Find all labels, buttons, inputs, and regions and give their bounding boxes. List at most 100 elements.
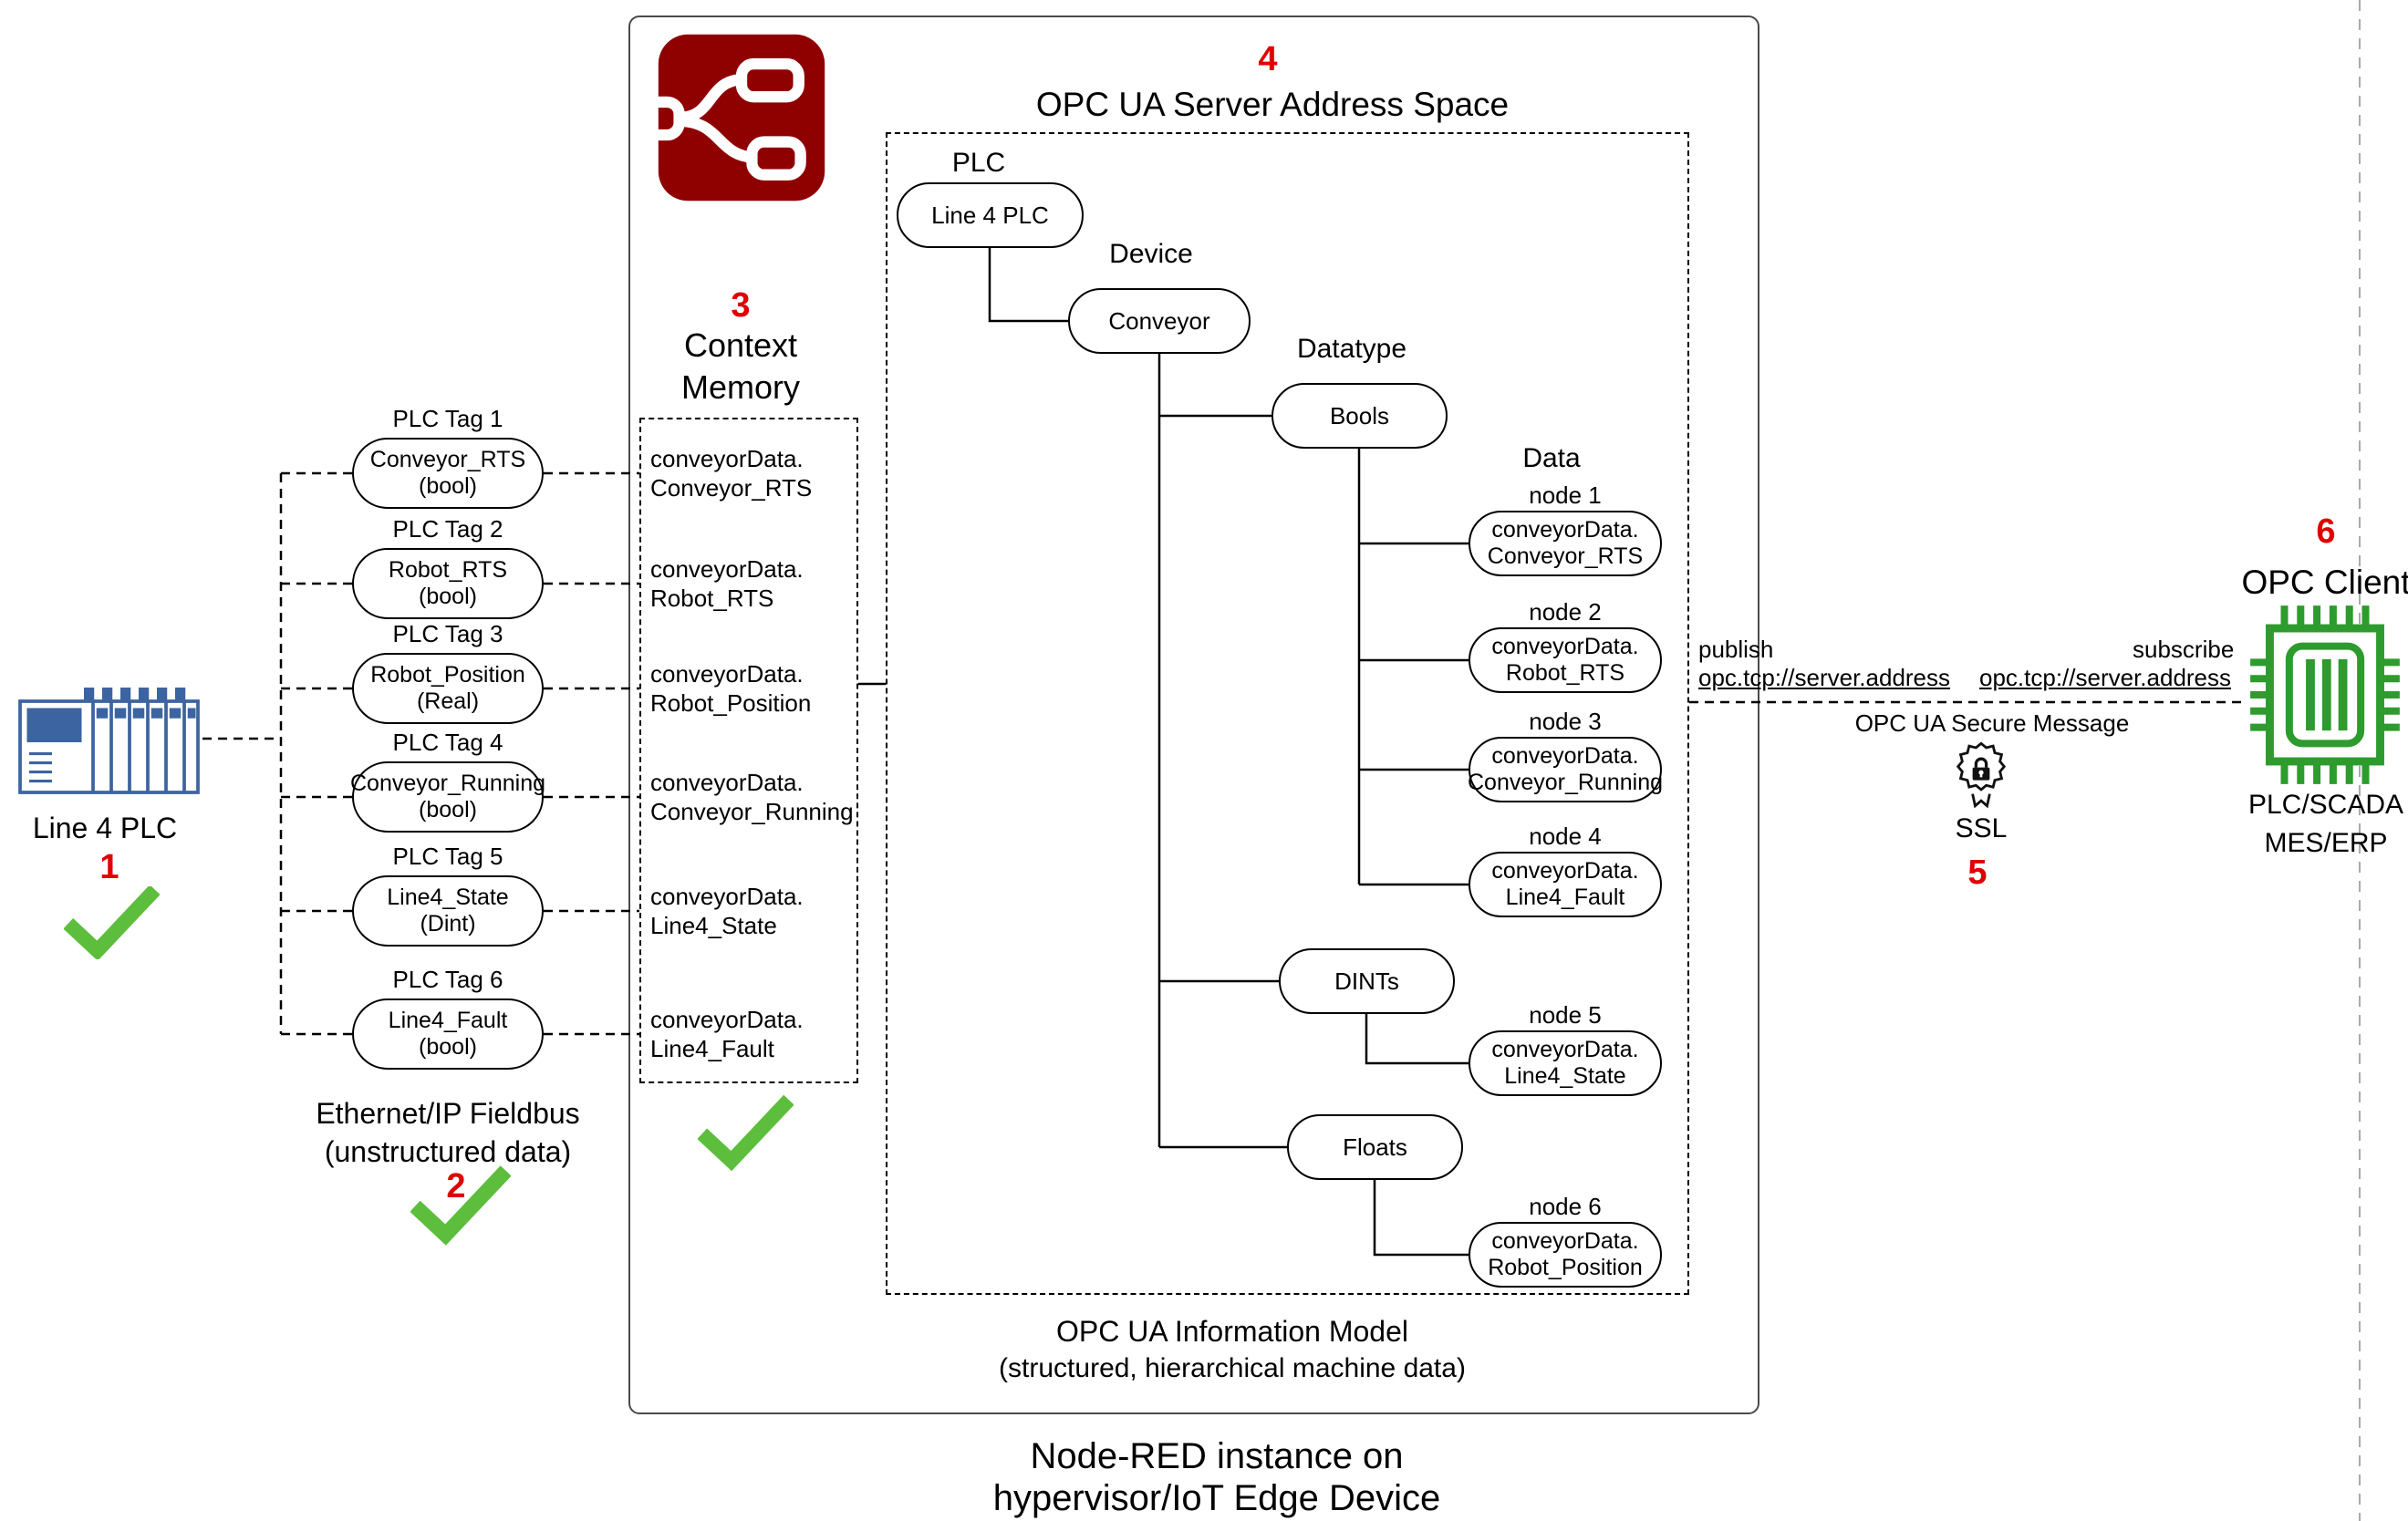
address-space-title: OPC UA Server Address Space xyxy=(1035,86,1510,123)
context-entry-2-line2: Robot_RTS xyxy=(650,585,774,612)
context-entry-4-line1: conveyorData. xyxy=(650,769,804,796)
context-entry-1-line2: Conveyor_RTS xyxy=(650,474,813,502)
tree-dints-node-text: DINTs xyxy=(1334,967,1399,995)
node-red-logo-icon xyxy=(655,34,825,202)
plc-tag-1-name: Conveyor_RTS xyxy=(369,447,526,472)
context-entry-5: conveyorData. Line4_State xyxy=(650,882,804,940)
information-model-footer-line2: (structured, hierarchical machine data) xyxy=(999,1353,1466,1383)
context-entry-6-line1: conveyorData. xyxy=(650,1006,804,1033)
chip-icon xyxy=(2250,605,2400,784)
tree-node-2-line2: Robot_RTS xyxy=(1505,660,1625,686)
plc-tag-5-type: (Dint) xyxy=(420,911,476,936)
plc-tag-5-label: PLC Tag 5 xyxy=(392,843,503,870)
tree-plc-node-text: Line 4 PLC xyxy=(931,201,1049,229)
tree-node-1-line1: conveyorData. xyxy=(1491,517,1639,543)
publish-label: publish xyxy=(1698,636,1774,663)
tree-node-6-line2: Robot_Position xyxy=(1488,1255,1643,1280)
marker-1: 1 xyxy=(99,848,119,886)
context-memory-title-line1: Context xyxy=(683,326,798,364)
client-system-line1: PLC/SCADA xyxy=(2247,790,2404,820)
tree-node-5: conveyorData. Line4_State xyxy=(1469,1030,1662,1096)
tree-datatype-label: Datatype xyxy=(1296,334,1407,364)
context-entry-6: conveyorData. Line4_Fault xyxy=(650,1005,804,1063)
tree-node-3: conveyorData. Conveyor_Running xyxy=(1467,737,1664,802)
context-entry-4: conveyorData. Conveyor_Running xyxy=(650,768,854,826)
plc-tag-6-type: (bool) xyxy=(419,1034,477,1060)
tree-node-1: conveyorData. Conveyor_RTS xyxy=(1469,511,1662,576)
plc-tag-1-label: PLC Tag 1 xyxy=(392,405,503,432)
client-system-line2: MES/ERP xyxy=(2264,828,2388,858)
context-memory-title-line2: Memory xyxy=(680,368,801,406)
plc-tag-3-name: Robot_Position xyxy=(370,662,525,688)
tree-node-5-line1: conveyorData. xyxy=(1491,1037,1639,1062)
tree-device-node-text: Conveyor xyxy=(1108,306,1210,335)
plc-tag-3-label: PLC Tag 3 xyxy=(392,620,503,647)
fieldbus-label-line1: Ethernet/IP Fieldbus xyxy=(316,1097,580,1130)
marker-2: 2 xyxy=(446,1167,466,1205)
tree-node-5-label: node 5 xyxy=(1529,1001,1602,1029)
plc-tag-1-node: Conveyor_RTS (bool) xyxy=(352,438,544,509)
tree-node-2: conveyorData. Robot_RTS xyxy=(1469,627,1662,693)
tree-plc-node: Line 4 PLC xyxy=(897,182,1084,248)
nodered-caption-line1: Node-RED instance on xyxy=(1030,1436,1404,1476)
plc-tag-2-node: Robot_RTS (bool) xyxy=(352,548,544,619)
tree-plc-label: PLC xyxy=(951,148,1006,178)
context-entry-3: conveyorData. Robot_Position xyxy=(650,659,811,718)
plc-tag-6-name: Line4_Fault xyxy=(388,1008,508,1033)
tree-dints-node: DINTs xyxy=(1279,948,1455,1014)
context-entry-2-line1: conveyorData. xyxy=(650,555,804,583)
plc-tag-3-type: (Real) xyxy=(416,688,480,714)
tree-node-3-line1: conveyorData. xyxy=(1491,743,1639,769)
context-entry-4-line2: Conveyor_Running xyxy=(650,798,854,825)
plc-tag-5-name: Line4_State xyxy=(387,885,509,910)
plc-icon xyxy=(18,688,200,794)
plc-tag-4-type: (bool) xyxy=(419,797,477,823)
plc-tag-2-name: Robot_RTS xyxy=(388,557,508,583)
checkmark-icon xyxy=(698,1094,794,1172)
tree-node-4: conveyorData. Line4_Fault xyxy=(1469,852,1662,917)
tree-node-2-label: node 2 xyxy=(1529,598,1602,626)
ssl-badge-lock-icon xyxy=(1956,741,2007,809)
tree-node-4-line2: Line4_Fault xyxy=(1505,885,1625,910)
tree-bools-node: Bools xyxy=(1271,383,1448,449)
tree-node-6-label: node 6 xyxy=(1529,1193,1602,1220)
plc-tag-3-node: Robot_Position (Real) xyxy=(352,653,544,724)
checkmark-icon xyxy=(64,886,160,959)
plc-tag-2-type: (bool) xyxy=(419,584,477,609)
tree-node-4-line1: conveyorData. xyxy=(1491,858,1639,884)
tree-device-label: Device xyxy=(1109,239,1193,269)
context-entry-5-line2: Line4_State xyxy=(650,912,777,939)
context-memory-box xyxy=(639,418,858,1083)
information-model-footer-line1: OPC UA Information Model xyxy=(1056,1315,1408,1348)
fieldbus-label-line2: (unstructured data) xyxy=(324,1135,572,1168)
tree-node-6-line1: conveyorData. xyxy=(1491,1228,1639,1254)
tree-node-1-line2: Conveyor_RTS xyxy=(1487,543,1644,569)
tree-node-3-line2: Conveyor_Running xyxy=(1467,770,1664,795)
context-entry-2: conveyorData. Robot_RTS xyxy=(650,554,804,613)
plc-tag-6-label: PLC Tag 6 xyxy=(392,966,503,993)
publish-address: opc.tcp://server.address xyxy=(1698,664,1951,691)
plc-tag-4-node: Conveyor_Running (bool) xyxy=(349,761,546,833)
context-entry-3-line2: Robot_Position xyxy=(650,689,812,717)
tree-floats-node: Floats xyxy=(1287,1114,1463,1180)
secure-message-label: OPC UA Secure Message xyxy=(1854,709,2130,737)
plc-tag-4-label: PLC Tag 4 xyxy=(392,729,503,756)
plc-tag-1-type: (bool) xyxy=(419,473,477,499)
context-entry-5-line1: conveyorData. xyxy=(650,883,804,910)
subscribe-address: opc.tcp://server.address xyxy=(1979,664,2232,691)
plc-tag-2-label: PLC Tag 2 xyxy=(392,515,503,543)
subscribe-label: subscribe xyxy=(2133,636,2235,663)
address-space-box xyxy=(886,132,1689,1295)
plc-tag-6-node: Line4_Fault (bool) xyxy=(352,998,544,1070)
tree-floats-node-text: Floats xyxy=(1343,1133,1407,1161)
tree-node-3-label: node 3 xyxy=(1529,708,1602,735)
plc-tag-4-name: Conveyor_Running xyxy=(349,771,546,796)
context-entry-1-line1: conveyorData. xyxy=(650,445,804,472)
marker-5: 5 xyxy=(1967,854,1988,892)
tree-device-node: Conveyor xyxy=(1068,288,1251,354)
tree-node-1-label: node 1 xyxy=(1529,481,1602,509)
nodered-instance-box xyxy=(628,16,1759,1414)
marker-3: 3 xyxy=(731,286,751,325)
